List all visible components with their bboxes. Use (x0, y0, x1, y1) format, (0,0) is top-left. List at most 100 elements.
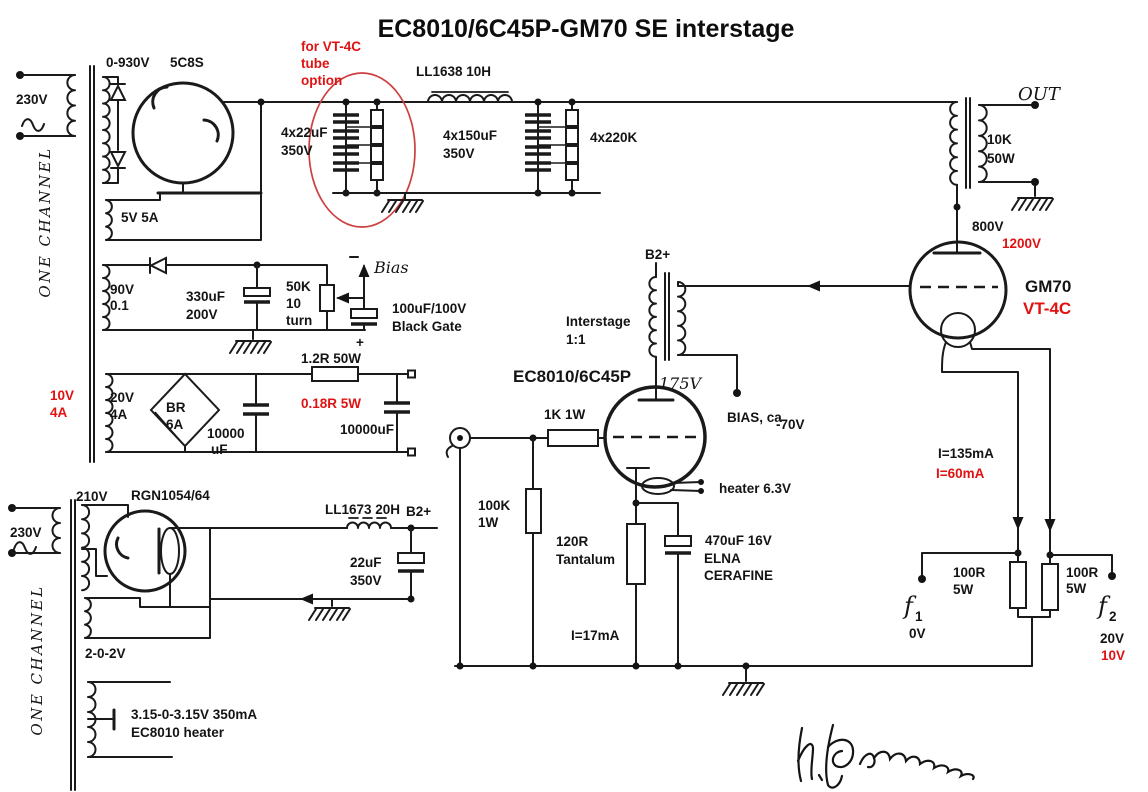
heater-winding-5v (105, 199, 113, 241)
bias-diode (148, 256, 167, 275)
wiper-arrow-icon (336, 292, 349, 304)
hum-resistor-left (1009, 561, 1027, 609)
fil-out-terminal (407, 447, 416, 457)
cap-100uf-label2: Black Gate (392, 319, 462, 334)
ground-icon (1011, 197, 1054, 211)
bias-terminal (733, 389, 741, 397)
cap-330uf-label2: 200V (186, 307, 218, 322)
f2-voltage-red: 10V (1101, 648, 1125, 663)
interstage-transformer: B2+ Interstage 1:1 BIAS, ca -70V (566, 247, 911, 432)
hum-res-right-label1: 100R (1066, 565, 1099, 580)
it-label2: 1:1 (566, 332, 586, 347)
transformer-core (89, 65, 95, 463)
cathode-resistor (626, 523, 646, 585)
fil-cap1-label2: uF (211, 442, 228, 457)
gm70-label: GM70 (1025, 277, 1071, 296)
ot-primary (949, 101, 958, 186)
hv-winding-210 (81, 504, 91, 592)
anode-hook (115, 536, 130, 560)
channel-note: ONE CHANNEL (28, 584, 46, 735)
cap-plus-mark: + (356, 335, 364, 350)
fil-res-red-label: 0.18R 5W (301, 396, 361, 411)
filament-supply: 10V 4A 20V 4A BR 6A 10000 uF 1.2R 50W 0.… (50, 351, 416, 457)
f2-terminal (1108, 572, 1116, 580)
grid-leak-label1: 100K (478, 498, 511, 513)
output-stage: OUT 10K 50W 800V 1200V GM70 VT-4C I=135m… (902, 84, 1125, 667)
it-label1: Interstage (566, 314, 631, 329)
hv-winding-label: 0-930V (106, 55, 150, 70)
ot-label1: 10K (987, 132, 1012, 147)
fil-winding-202-label: 2-0-2V (85, 646, 126, 661)
bias-arrow-icon (358, 264, 370, 277)
rectifier-rgn-label: RGN1054/64 (131, 488, 210, 503)
current-arrow-icon (300, 593, 313, 605)
bias-winding (102, 264, 111, 331)
fil-res-label: 1.2R 50W (301, 351, 361, 366)
top-channel-psu: 230V 0-930V 5C8S 5V 5A ONE CHANNEL (16, 55, 263, 463)
cap-100uf-blackgate (350, 308, 378, 331)
heater-label: heater 6.3V (719, 481, 791, 496)
anode-hook (202, 118, 220, 143)
ac-sine-icon (21, 118, 45, 132)
f1-sub: 1 (915, 609, 923, 624)
out-terminal (1031, 101, 1039, 109)
ot-core (965, 97, 971, 189)
choke-label: LL1638 10H (416, 64, 491, 79)
cathode-cap (664, 535, 692, 555)
primary-winding (51, 507, 61, 554)
transformer-core (70, 499, 76, 791)
bias-winding-label1: 90V (110, 282, 134, 297)
vt4c-note-line2: tube (301, 56, 330, 71)
hum-res-right-label2: 5W (1066, 581, 1087, 596)
cap-bank1-label1: 4x22uF (281, 125, 328, 140)
fil-winding-label2: 4A (110, 407, 128, 422)
cap-bank2-label2: 350V (443, 146, 475, 161)
bias-supply: 90V 0.1 330uF 200V 50K 10 turn Bias (102, 256, 466, 354)
rectifier-label: 5C8S (170, 55, 204, 70)
vt4c-note-line3: option (301, 73, 342, 88)
plate-v-red: 1200V (1002, 236, 1041, 251)
driver-stage: 1K 1W 100K 1W EC8010/6C45P 175V 120R Tan… (445, 356, 1033, 696)
bridge-label2: 6A (166, 417, 184, 432)
cap-100uf-label1: 100uF/100V (392, 301, 466, 316)
f1-terminal (918, 575, 926, 583)
out-handwritten-label: OUT (1018, 84, 1062, 105)
signature (796, 723, 975, 789)
heater-ellipse (641, 477, 675, 495)
anode-hook (151, 85, 169, 110)
it-core (664, 272, 670, 361)
grid-stopper-label: 1K 1W (544, 407, 586, 422)
grid-leak-label2: 1W (478, 515, 499, 530)
it-secondary (677, 281, 687, 356)
hum-resistor-right (1041, 563, 1059, 611)
cap-bank-150uf (525, 98, 579, 197)
cap-bank2-label1: 4x150uF (443, 128, 497, 143)
it-primary (648, 276, 657, 358)
vt4c-option-ellipse (308, 72, 416, 228)
driver-tube-label: EC8010/6C45P (513, 367, 631, 386)
b2-psu: 230V 210V RGN1054/64 2-0-2V LL1673 20H B… (8, 488, 438, 791)
grid-stopper-resistor (547, 429, 599, 447)
cathode-cap-label3: CERAFINE (704, 568, 773, 583)
b2-plus-label: B2+ (406, 504, 431, 519)
ground-icon (308, 607, 351, 621)
plate-voltage-handwritten: 175V (659, 374, 703, 393)
pot-label2: 10 (286, 296, 301, 311)
cap-22uf-label2: 350V (350, 573, 382, 588)
rectifier-tube-rgn1054 (103, 509, 187, 593)
cathode-current-label: I=17mA (571, 628, 620, 643)
cap-bank-22uf (333, 98, 384, 197)
cap-bank1-label2: 350V (281, 143, 313, 158)
plate-v-black: 800V (972, 219, 1004, 234)
fil-out-terminal (407, 369, 416, 379)
hv-winding-210-label: 210V (76, 489, 108, 504)
bridge-label1: BR (166, 400, 186, 415)
input-jack (445, 427, 471, 458)
heater-winding-315-label1: 3.15-0-3.15V 350mA (131, 707, 257, 722)
fil-cap2-label: 10000uF (340, 422, 394, 437)
cap-330uf-label1: 330uF (186, 289, 225, 304)
gm70-tube (908, 240, 1008, 340)
f1-voltage: 0V (909, 626, 926, 641)
